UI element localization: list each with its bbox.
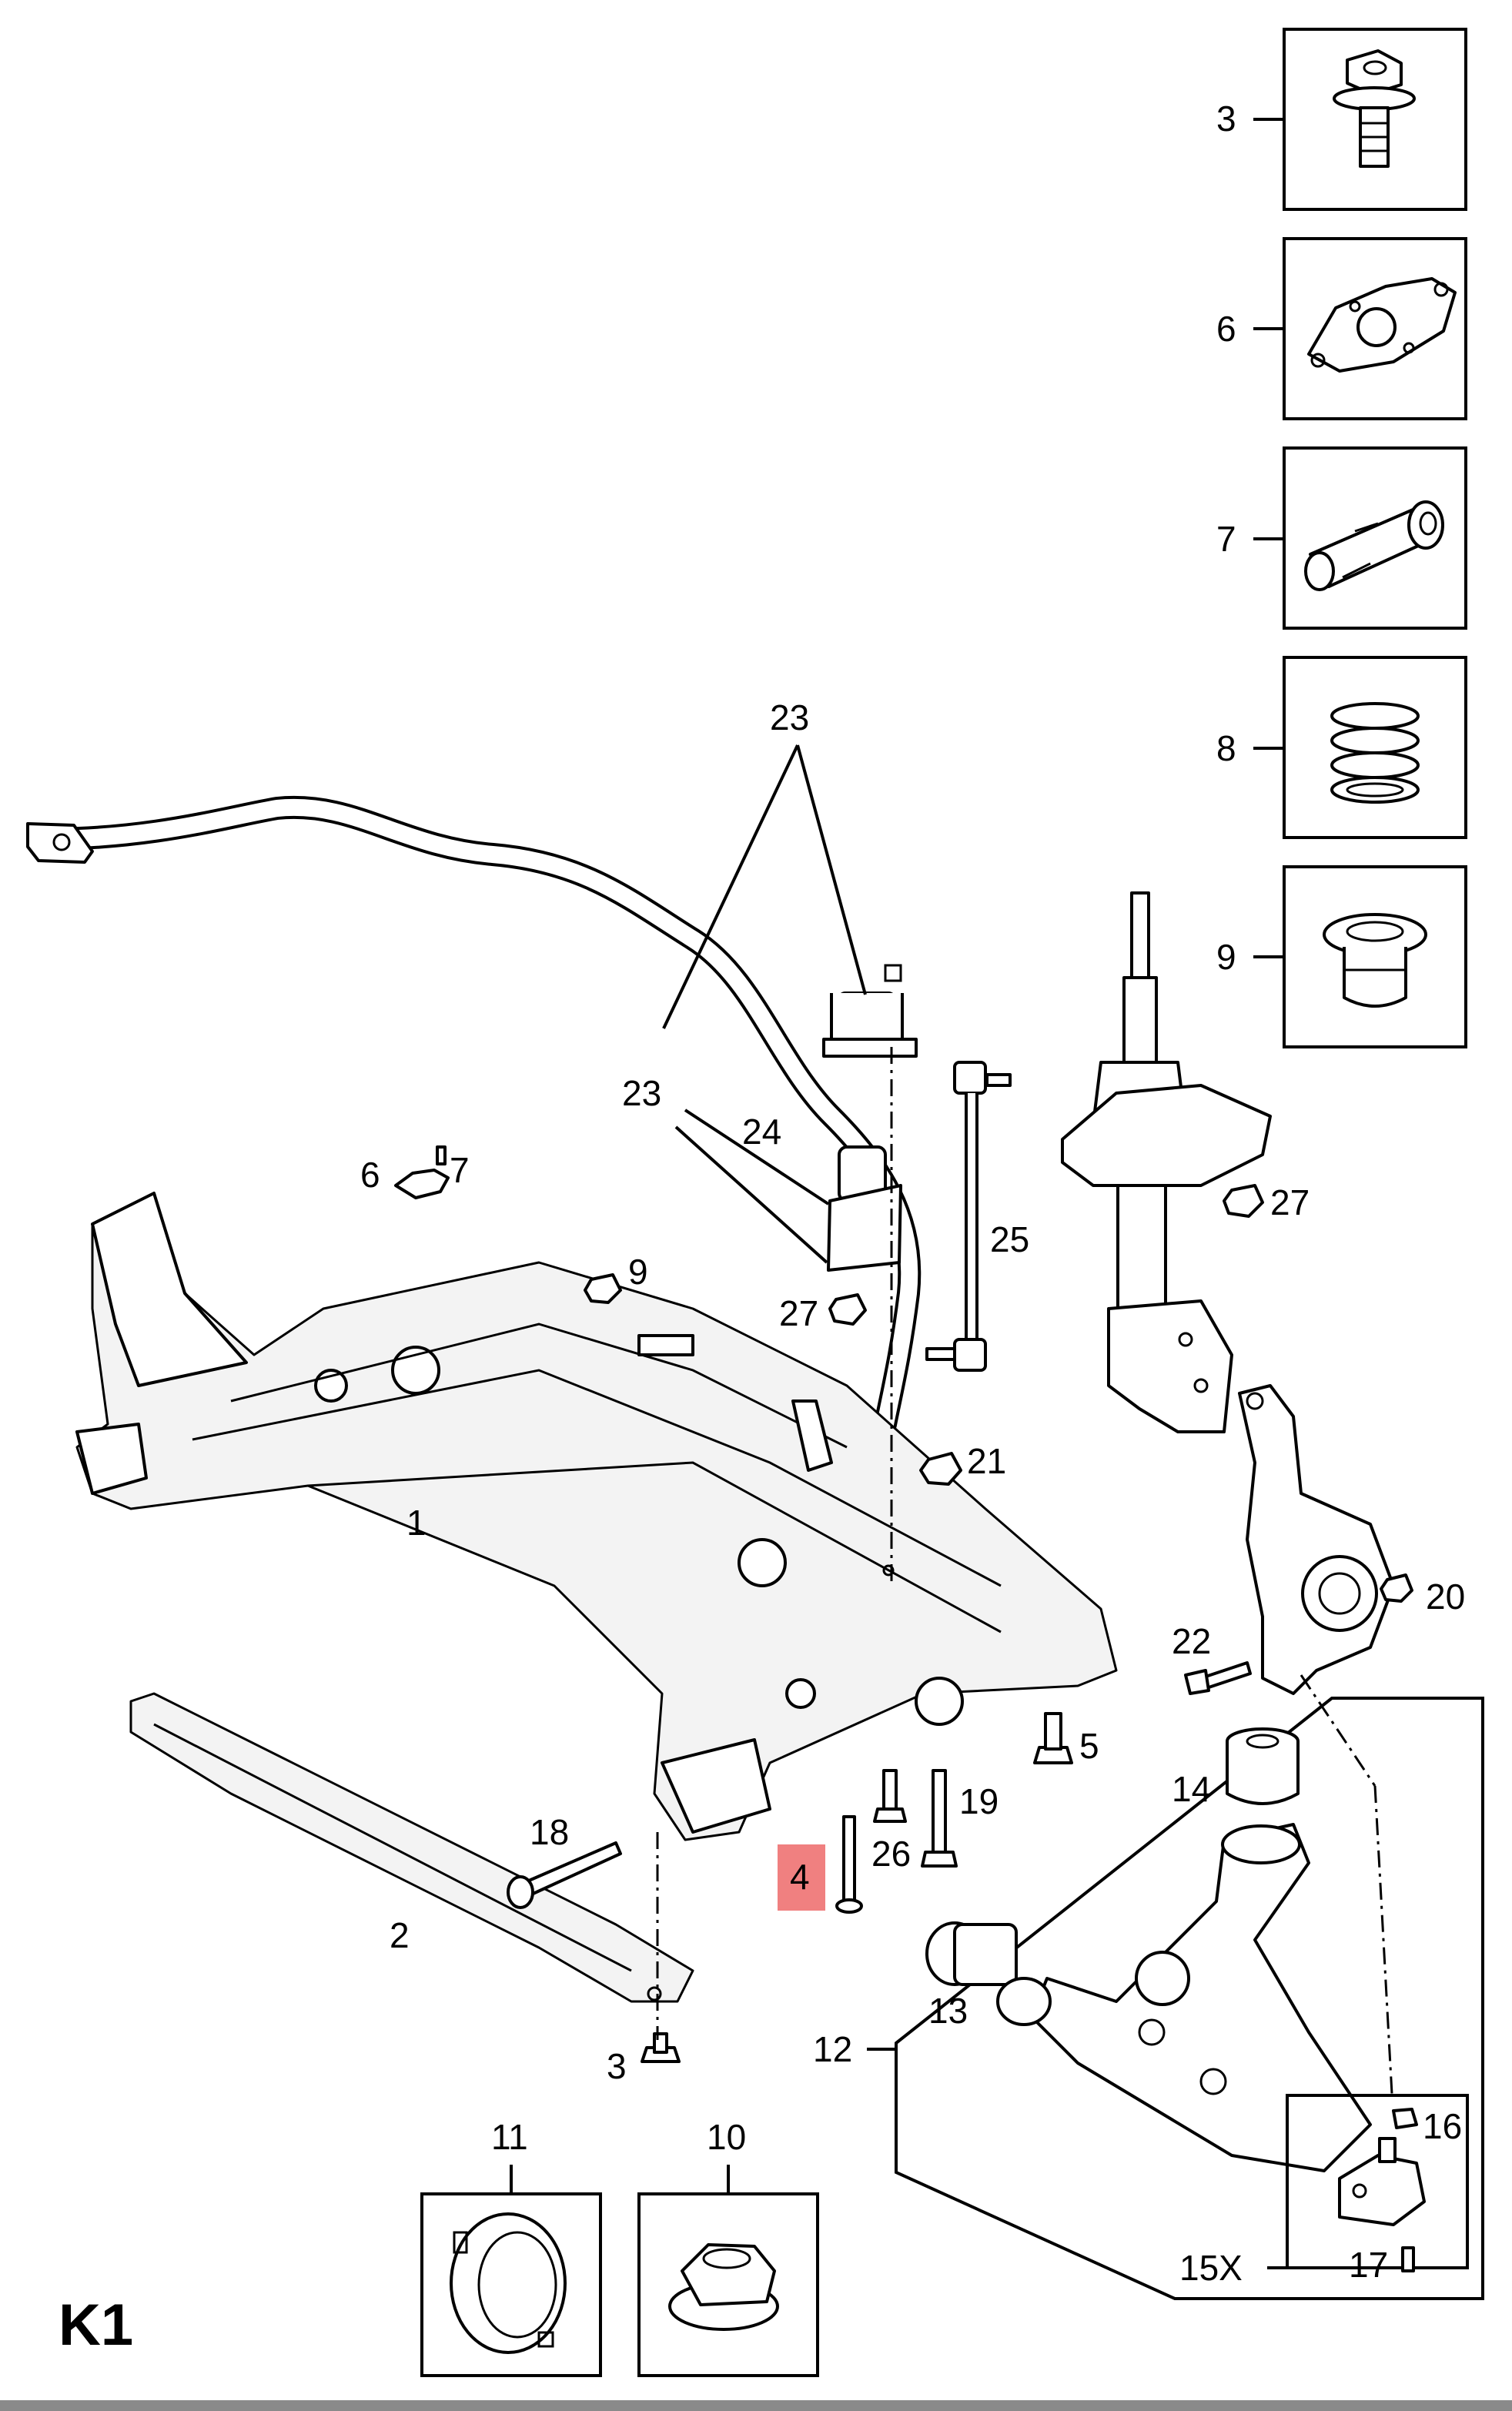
detail-box-11	[420, 2165, 602, 2377]
stabilizer-bushing-clamp	[822, 964, 918, 1058]
fastener-22	[1184, 1661, 1252, 1695]
callout-6-box: 6	[1216, 309, 1236, 349]
callout-3-bottom: 3	[607, 2046, 627, 2086]
detail-box-3	[1253, 28, 1467, 211]
callout-22: 22	[1172, 1621, 1211, 1661]
stabilizer-link	[925, 1061, 1012, 1372]
ball-joint-box	[1267, 2094, 1469, 2272]
callout-10: 10	[707, 2117, 746, 2157]
sheet-label: K1	[59, 2292, 133, 2358]
callout-4-highlight	[778, 1844, 825, 1911]
flange-bolt-icon	[1333, 49, 1416, 168]
control-arm-bushing-14	[1226, 1727, 1300, 1805]
bushing-sleeve-icon	[1304, 500, 1444, 591]
bump-stop-icon	[1323, 913, 1427, 1008]
callout-17: 17	[1349, 2245, 1388, 2285]
fastener-5	[1033, 1712, 1073, 1764]
control-arm-group	[867, 1697, 1484, 2300]
nut-9	[584, 1273, 622, 1304]
detail-box-9	[1253, 865, 1467, 1048]
detail-box-10	[637, 2165, 819, 2377]
callout-7-box: 7	[1216, 519, 1236, 559]
front-subframe	[75, 1192, 1118, 1841]
callout-23-top: 23	[770, 697, 809, 737]
nut-21	[919, 1452, 962, 1486]
fastener-26	[873, 1769, 907, 1823]
callout-11: 11	[491, 2117, 528, 2157]
detail-box-7	[1253, 446, 1467, 630]
detail-box-6	[1253, 237, 1467, 420]
callout-9: 9	[628, 1252, 648, 1292]
callout-15x: 15X	[1179, 2248, 1243, 2288]
flange-nut-icon	[668, 2243, 779, 2331]
callout-20: 20	[1426, 1577, 1465, 1617]
subframe-brace	[129, 1692, 694, 2003]
gasket-plate-icon	[1307, 277, 1457, 373]
fastener-18	[507, 1841, 622, 1909]
callout-25: 25	[990, 1219, 1029, 1259]
plug-cap-icon	[450, 2212, 567, 2354]
nut-27-right	[1223, 1184, 1264, 1218]
callout-13: 13	[928, 1991, 968, 2031]
callout-16: 16	[1423, 2106, 1462, 2146]
strut-assembly	[1061, 891, 1272, 1433]
detail-box-8	[1253, 656, 1467, 839]
stabilizer-bushing-24	[827, 1145, 902, 1272]
callout-14: 14	[1172, 1769, 1211, 1809]
callout-3-top: 3	[1216, 99, 1236, 139]
coil-spring-icon	[1330, 702, 1420, 804]
bottom-bar	[0, 2400, 1512, 2411]
callout-24: 24	[742, 1112, 781, 1152]
callout-9-box: 9	[1216, 937, 1236, 977]
gasket-6-small	[394, 1169, 450, 1199]
pin-7-small	[436, 1145, 447, 1165]
callout-2: 2	[390, 1915, 410, 1955]
callout-23-mid: 23	[622, 1073, 661, 1113]
callout-26: 26	[871, 1834, 911, 1874]
callout-7: 7	[450, 1150, 470, 1190]
fastener-3-bottom	[641, 2032, 681, 2063]
callout-12: 12	[813, 2029, 852, 2069]
callout-5: 5	[1079, 1726, 1099, 1766]
callout-8: 8	[1216, 728, 1236, 768]
nut-20	[1380, 1573, 1413, 1603]
fastener-19	[921, 1769, 958, 1868]
stabilizer-bar	[26, 795, 922, 1436]
callout-1: 1	[406, 1503, 427, 1543]
callout-18: 18	[530, 1812, 569, 1852]
callout-6: 6	[360, 1155, 380, 1195]
fastener-4	[835, 1815, 863, 1914]
callout-27-left: 27	[779, 1293, 818, 1333]
leader-lines	[656, 744, 893, 2040]
nut-27-left	[828, 1293, 867, 1326]
steering-knuckle	[1238, 1384, 1395, 1695]
callout-21: 21	[967, 1441, 1006, 1481]
callout-27-right: 27	[1270, 1182, 1310, 1222]
callout-19: 19	[959, 1781, 999, 1821]
callout-4: 4	[790, 1857, 810, 1897]
